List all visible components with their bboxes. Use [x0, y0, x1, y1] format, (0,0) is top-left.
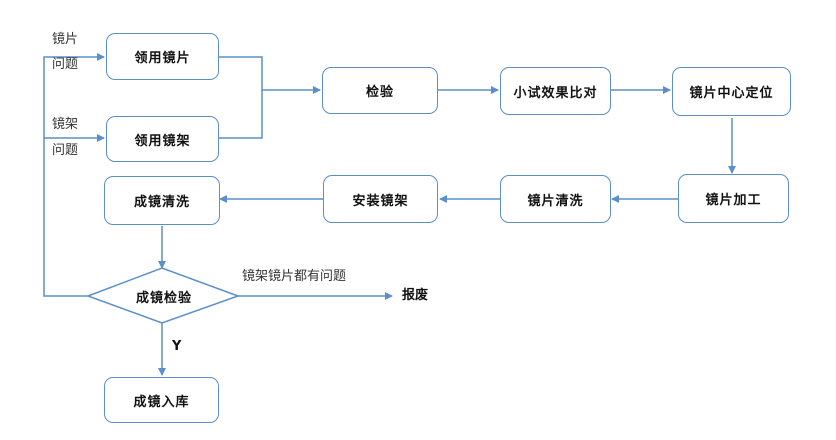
- node-finished-clean: 成镜清洗: [104, 176, 220, 225]
- node-trial-compare: 小试效果比对: [500, 67, 611, 115]
- label-frame-problem-line1: 镜架: [52, 117, 79, 132]
- decision-diamond: [85, 267, 241, 324]
- node-finished-store: 成镜入库: [104, 377, 219, 423]
- label-yes: Y: [172, 339, 182, 354]
- node-install-frame: 安装镜架: [323, 175, 438, 223]
- node-inspect: 检验: [322, 67, 438, 114]
- label-lens-problem-line2: 问题: [52, 57, 79, 72]
- node-lens-process: 镜片加工: [678, 174, 789, 223]
- node-get-frame: 领用镜架: [106, 116, 219, 162]
- label-both-problem: 镜架镜片都有问题: [242, 269, 347, 284]
- node-lens-clean: 镜片清洗: [500, 175, 611, 223]
- node-lens-center: 镜片中心定位: [672, 67, 791, 116]
- connector-merge-to-inspect: [218, 56, 320, 139]
- label-scrap: 报废: [402, 288, 429, 303]
- label-frame-problem-line2: 问题: [52, 143, 79, 158]
- label-lens-problem-line1: 镜片: [52, 32, 79, 47]
- connector-lens-problem-return: [43, 53, 105, 297]
- node-get-lens: 领用镜片: [106, 33, 219, 80]
- node-finished-inspect: 成镜检验: [135, 290, 192, 306]
